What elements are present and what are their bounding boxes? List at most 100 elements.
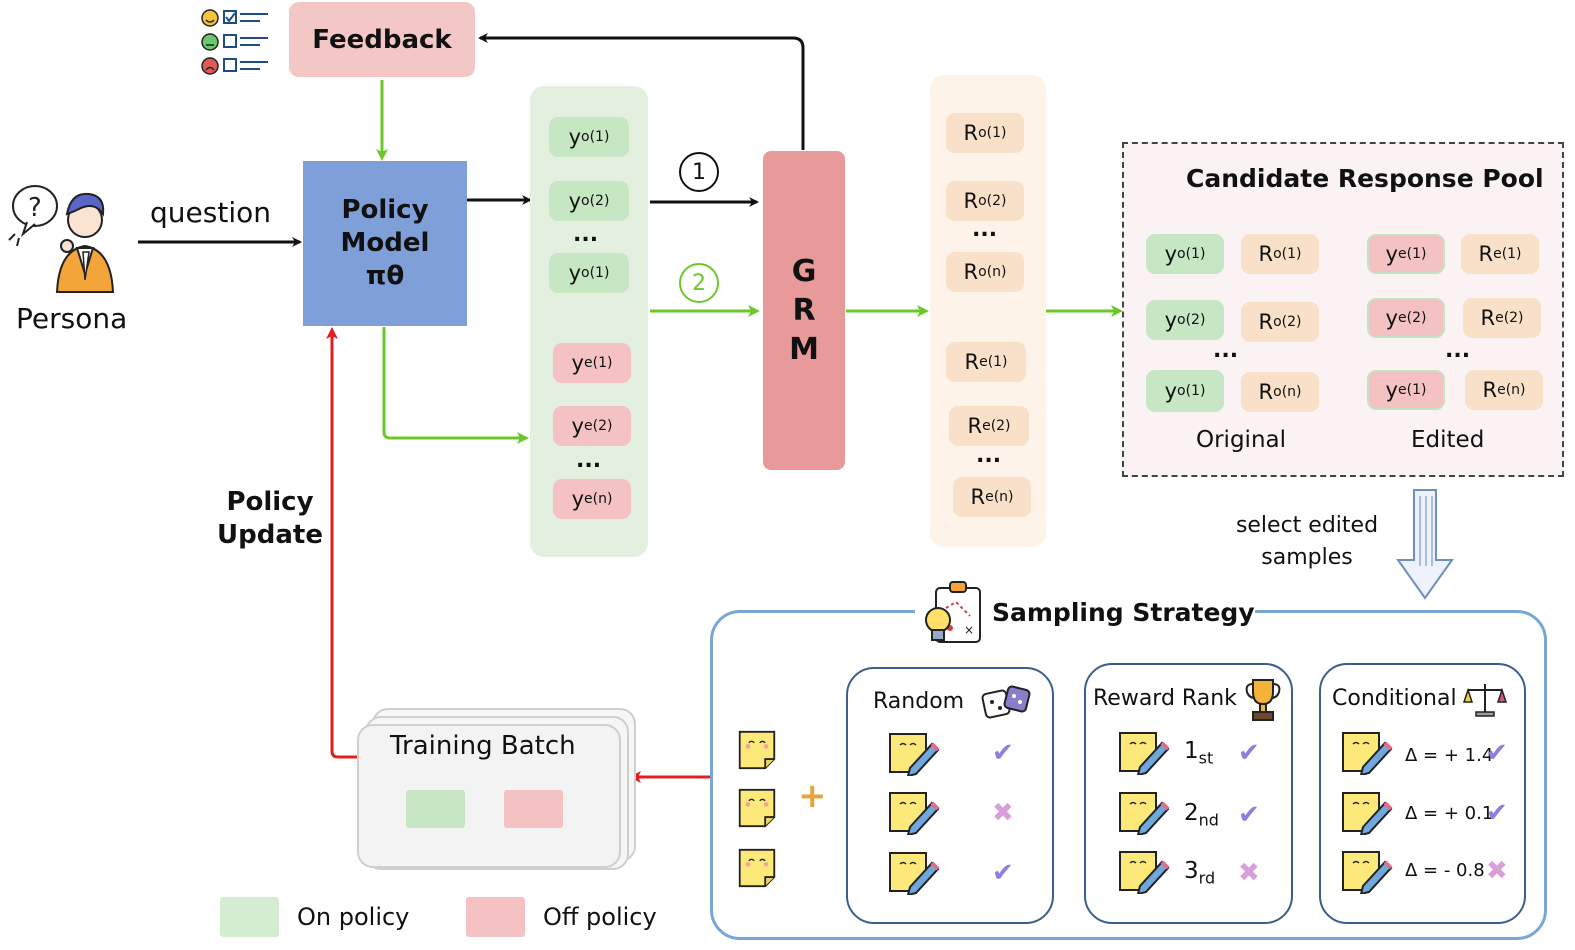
conditional-title: Conditional [1332, 686, 1457, 711]
feedback-icon [200, 8, 272, 76]
select-edited-label: select edited samples [1225, 510, 1389, 574]
svg-text:?: ? [28, 193, 42, 223]
pool-original-ellipsis: ... [1213, 338, 1239, 363]
policy-model-line1: Policy [341, 195, 429, 225]
edited-reward-ellipsis: ... [976, 443, 1002, 468]
feedback-box: Feedback [289, 2, 475, 77]
policy-to-offpolicy-arrow [382, 327, 529, 444]
legend-onpolicy-swatch [220, 897, 279, 937]
random-note-3 [888, 851, 940, 899]
pool-original-label: Original [1196, 427, 1287, 453]
response-column [530, 86, 648, 557]
legend-offpolicy-swatch [466, 897, 525, 937]
original-reward-ellipsis: ... [972, 217, 998, 242]
grm-to-feedback-arrow [478, 33, 805, 150]
rank-2-label: 2nd [1184, 800, 1219, 830]
rank-3-label: 3rd [1184, 858, 1216, 888]
grm-letter-r: R [792, 293, 816, 328]
strategy-board-icon: × [920, 580, 984, 646]
cond-note-2 [1341, 791, 1393, 839]
legend-onpolicy-label: On policy [297, 903, 410, 931]
legend-offpolicy-label: Off policy [543, 903, 657, 931]
candidate-pool-title: Candidate Response Pool [1186, 164, 1544, 193]
policy-model-box: Policy Model πθ [303, 161, 467, 326]
sampling-strategy-title: Sampling Strategy [992, 598, 1255, 627]
delta-1-label: Δ = + 1.4 [1405, 745, 1494, 766]
svg-text:×: × [964, 623, 974, 637]
batch-onpolicy-swatch [406, 790, 465, 828]
cond-check-1-icon: ✔ [1486, 738, 1508, 768]
persona-label: Persona [16, 302, 128, 335]
rank-check-1-icon: ✔ [1238, 738, 1260, 768]
random-check-3-icon: ✔ [992, 858, 1014, 888]
select-edited-line1: select edited [1235, 513, 1379, 538]
policy-update-line2: Update [217, 520, 323, 550]
rank-check-2-icon: ✔ [1238, 800, 1260, 830]
onpolicy-ellipsis: ... [573, 222, 599, 247]
training-batch-label: Training Batch [390, 731, 576, 761]
random-title: Random [873, 689, 965, 714]
random-cross-2-icon: ✖ [992, 798, 1014, 828]
grm-box: G R M [763, 151, 845, 470]
policy-update-arrow [326, 327, 358, 759]
trophy-icon [1243, 676, 1283, 726]
persona-figure: ? [5, 184, 117, 294]
question-label: question [150, 196, 271, 229]
rank-note-3 [1118, 850, 1170, 898]
policy-update-line1: Policy [226, 487, 314, 517]
cond-check-2-icon: ✔ [1486, 798, 1508, 828]
policy-model-line3: πθ [365, 261, 405, 291]
grm-letter-m: M [789, 332, 819, 367]
grm-letter-g: G [791, 254, 817, 289]
batch-offpolicy-swatch [504, 790, 563, 828]
training-batch-card [357, 724, 621, 868]
cond-note-1 [1341, 731, 1393, 779]
policy-model-line2: Model [340, 228, 430, 258]
select-edited-line2: samples [1261, 545, 1353, 570]
offpolicy-ellipsis: ... [576, 448, 602, 473]
policy-update-label: Policy Update [216, 486, 324, 552]
random-note-1 [888, 732, 940, 780]
cond-cross-3-icon: ✖ [1486, 856, 1508, 886]
pool-edited-ellipsis: ... [1445, 338, 1471, 363]
reward-column [930, 75, 1046, 547]
reward-rank-strategy-card [1084, 663, 1293, 924]
random-note-2 [888, 791, 940, 839]
dice-icon [980, 682, 1034, 726]
rank-cross-3-icon: ✖ [1238, 858, 1260, 888]
rank-note-1 [1118, 731, 1170, 779]
rank-1-label: 1st [1184, 738, 1214, 768]
pool-edited-label: Edited [1411, 427, 1485, 453]
scale-icon [1462, 680, 1508, 722]
rank-note-2 [1118, 791, 1170, 839]
path-two-marker: 2 [679, 263, 719, 303]
path-one-marker: 1 [679, 152, 719, 192]
plus-sign: + [798, 776, 827, 816]
random-check-1-icon: ✔ [992, 738, 1014, 768]
reward-rank-title: Reward Rank [1093, 686, 1237, 711]
delta-2-label: Δ = + 0.1 [1405, 803, 1494, 824]
cond-note-3 [1341, 850, 1393, 898]
